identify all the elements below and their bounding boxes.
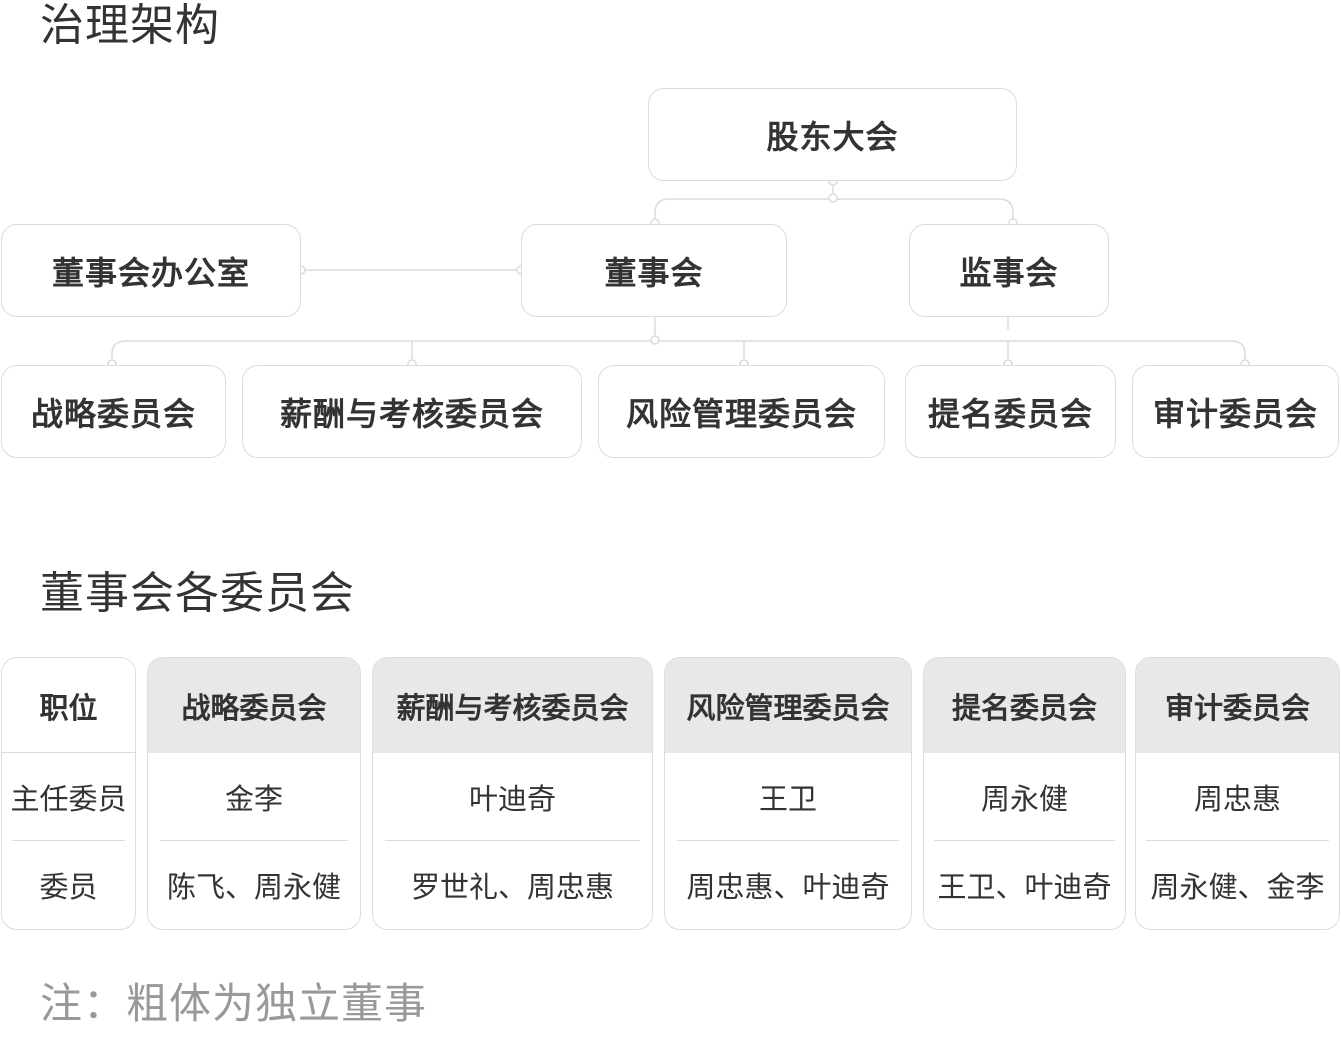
connector-committees-bar — [111, 340, 1246, 364]
committee-column-remuneration: 薪酬与考核委员会 叶迪奇 罗世礼、周忠惠 — [372, 657, 653, 930]
node-supervisory-board: 监事会 — [909, 224, 1109, 317]
committee-chair: 周永健 — [980, 782, 1068, 816]
committee-chair: 叶迪奇 — [468, 782, 556, 816]
committee-members: 王卫、叶迪奇 — [937, 870, 1112, 904]
divider — [12, 840, 125, 841]
node-nomination-committee: 提名委员会 — [905, 365, 1116, 458]
divider — [2, 752, 135, 753]
committee-chair: 王卫 — [758, 782, 817, 816]
committee-header: 风险管理委员会 — [665, 658, 911, 753]
divider — [934, 840, 1115, 841]
divider — [1146, 840, 1329, 841]
node-audit-committee: 审计委员会 — [1132, 365, 1339, 458]
connector-dot — [828, 193, 838, 203]
committee-column-strategy: 战略委员会 金李 陈飞、周永健 — [147, 657, 361, 930]
node-remuneration-committee: 薪酬与考核委员会 — [242, 365, 582, 458]
architecture-title: 治理架构 — [40, 0, 220, 51]
node-strategy-committee: 战略委员会 — [1, 365, 226, 458]
connector-dot — [650, 335, 660, 345]
committee-chair: 周忠惠 — [1193, 782, 1281, 816]
committee-members: 陈飞、周永健 — [166, 870, 341, 904]
committee-header: 战略委员会 — [148, 658, 360, 753]
divider — [160, 840, 348, 841]
node-board: 董事会 — [521, 224, 787, 317]
node-risk-committee: 风险管理委员会 — [598, 365, 885, 458]
label-members: 委员 — [39, 870, 98, 904]
committee-chair: 金李 — [224, 782, 283, 816]
committee-header: 薪酬与考核委员会 — [373, 658, 652, 753]
committee-members: 周永健、金李 — [1150, 870, 1325, 904]
label-chair: 主任委员 — [10, 782, 127, 816]
committees-title: 董事会各委员会 — [40, 568, 355, 619]
divider — [677, 840, 899, 841]
node-shareholders-meeting: 股东大会 — [648, 88, 1017, 181]
divider — [385, 840, 640, 841]
footnote: 注：粗体为独立董事 — [40, 979, 428, 1028]
committee-header: 审计委员会 — [1136, 658, 1339, 753]
row-labels-column: 职位 主任委员 委员 — [1, 657, 136, 930]
committee-column-risk: 风险管理委员会 王卫 周忠惠、叶迪奇 — [664, 657, 912, 930]
committee-header: 提名委员会 — [924, 658, 1125, 753]
committee-column-audit: 审计委员会 周忠惠 周永健、金李 — [1135, 657, 1340, 930]
label-position: 职位 — [2, 658, 135, 753]
committee-members: 周忠惠、叶迪奇 — [686, 870, 890, 904]
committee-column-nomination: 提名委员会 周永健 王卫、叶迪奇 — [923, 657, 1126, 930]
committee-members: 罗世礼、周忠惠 — [410, 870, 614, 904]
node-board-office: 董事会办公室 — [1, 224, 301, 317]
